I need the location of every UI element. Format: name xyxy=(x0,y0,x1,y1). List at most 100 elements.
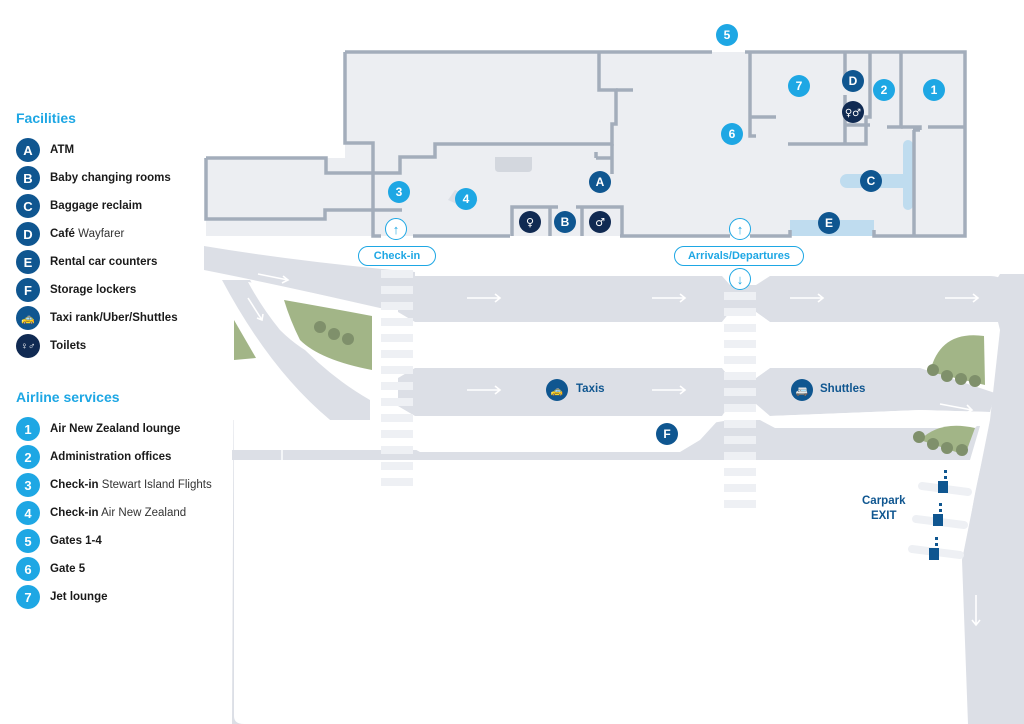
carpark-exit-line2: EXIT xyxy=(870,510,897,522)
svg-text:♀♂: ♀♂ xyxy=(845,108,861,119)
airline-services-title: Airline services xyxy=(16,389,120,405)
pin-2-administration[interactable]: 2 xyxy=(873,79,895,101)
crosswalk-stripe xyxy=(381,462,413,470)
legend-item-toilets[interactable]: ♀♂Toilets xyxy=(16,332,178,360)
crosswalk-stripe xyxy=(724,308,756,316)
shuttles-label: Shuttles xyxy=(820,383,866,395)
trees xyxy=(314,321,981,456)
crosswalk-stripe xyxy=(381,318,413,326)
crosswalk-stripe xyxy=(381,446,413,454)
svg-text:♂: ♂ xyxy=(595,216,605,229)
crosswalk-stripe xyxy=(724,356,756,364)
crosswalks xyxy=(381,270,756,508)
crosswalk-stripe xyxy=(724,420,756,428)
pin-7-jet-lounge[interactable]: 7 xyxy=(788,75,810,97)
pin-5-gates-1-4[interactable]: 5 xyxy=(716,24,738,46)
pin-e-rental-cars[interactable]: E xyxy=(818,212,840,234)
pin-d-cafe[interactable]: D xyxy=(842,70,864,92)
toilets-icon: ♀♂ xyxy=(16,334,40,358)
arrivals-entrance-up-arrow-icon[interactable]: ↑ xyxy=(729,218,751,240)
pin-1-air-nz-lounge[interactable]: 1 xyxy=(923,79,945,101)
taxi-icon: 🚕 xyxy=(16,306,40,330)
facilities-title: Facilities xyxy=(16,110,76,126)
crosswalk-stripe xyxy=(724,292,756,300)
crosswalk-stripe xyxy=(381,398,413,406)
road-arrows xyxy=(247,273,981,627)
svg-text:♀: ♀ xyxy=(526,216,534,229)
crosswalk-stripe xyxy=(724,484,756,492)
grass-left-edge xyxy=(234,320,256,360)
toilets-map-icon xyxy=(842,101,864,123)
badge-1: 1 xyxy=(16,417,40,441)
lane-1 xyxy=(398,276,1012,520)
arrivals-entrance-down-arrow-icon[interactable]: ↓ xyxy=(729,268,751,290)
svg-text:🚐: 🚐 xyxy=(796,386,808,397)
map-icons: ♀♂ ♀ ♂ 🚕 🚐 xyxy=(519,101,864,401)
badge-2: 2 xyxy=(16,445,40,469)
exit-lane-divider xyxy=(952,560,968,724)
badge-c: C xyxy=(16,194,40,218)
badge-b: B xyxy=(16,166,40,190)
badge-4: 4 xyxy=(16,501,40,525)
pin-a-atm[interactable]: A xyxy=(589,171,611,193)
carpark-exit-line1: Carpark xyxy=(862,495,906,507)
crosswalk-stripe xyxy=(724,388,756,396)
pin-b-baby-changing[interactable]: B xyxy=(554,211,576,233)
crosswalk-stripe xyxy=(381,430,413,438)
checkin-entrance-arrow-icon[interactable]: ↑ xyxy=(385,218,407,240)
crosswalk-stripe xyxy=(381,366,413,374)
grass-left xyxy=(284,300,372,370)
exit-barriers xyxy=(908,470,972,560)
legend-item-taxi[interactable]: 🚕Taxi rank/Uber/Shuttles xyxy=(16,304,178,332)
pin-c-baggage-reclaim[interactable]: C xyxy=(860,170,882,192)
crosswalk-stripe xyxy=(724,468,756,476)
islands xyxy=(204,272,998,452)
svg-text:🚕: 🚕 xyxy=(551,386,563,397)
checkin-entrance-label[interactable]: Check-in xyxy=(358,246,436,266)
pin-3-checkin-stewart-island[interactable]: 3 xyxy=(388,181,410,203)
crosswalk-stripe xyxy=(724,324,756,332)
badge-3: 3 xyxy=(16,473,40,497)
crosswalk-stripe xyxy=(724,404,756,412)
crosswalk-stripe xyxy=(724,452,756,460)
crosswalk-stripe xyxy=(381,302,413,310)
carpark-exit-label: Carpark EXIT xyxy=(862,494,905,524)
crosswalk-stripe xyxy=(724,372,756,380)
badge-a: A xyxy=(16,138,40,162)
crosswalk-stripe xyxy=(381,382,413,390)
taxi-map-icon xyxy=(546,379,568,401)
crosswalk-stripe xyxy=(381,414,413,422)
crosswalk-stripe xyxy=(724,500,756,508)
crosswalk-stripe xyxy=(724,340,756,348)
badge-e: E xyxy=(16,250,40,274)
female-toilet-icon xyxy=(519,211,541,233)
pin-f-storage-lockers[interactable]: F xyxy=(656,423,678,445)
crosswalk-stripe xyxy=(381,478,413,486)
badge-f: F xyxy=(16,278,40,302)
crosswalk-stripe xyxy=(381,334,413,342)
shuttle-map-icon xyxy=(791,379,813,401)
pin-4-checkin-air-nz[interactable]: 4 xyxy=(455,188,477,210)
branch-road xyxy=(220,280,370,420)
entry-road xyxy=(204,246,415,310)
building-walls xyxy=(204,50,967,238)
arrivals-departures-label[interactable]: Arrivals/Departures xyxy=(674,246,804,266)
pin-6-gate-5[interactable]: 6 xyxy=(721,123,743,145)
crosswalk-stripe xyxy=(381,270,413,278)
